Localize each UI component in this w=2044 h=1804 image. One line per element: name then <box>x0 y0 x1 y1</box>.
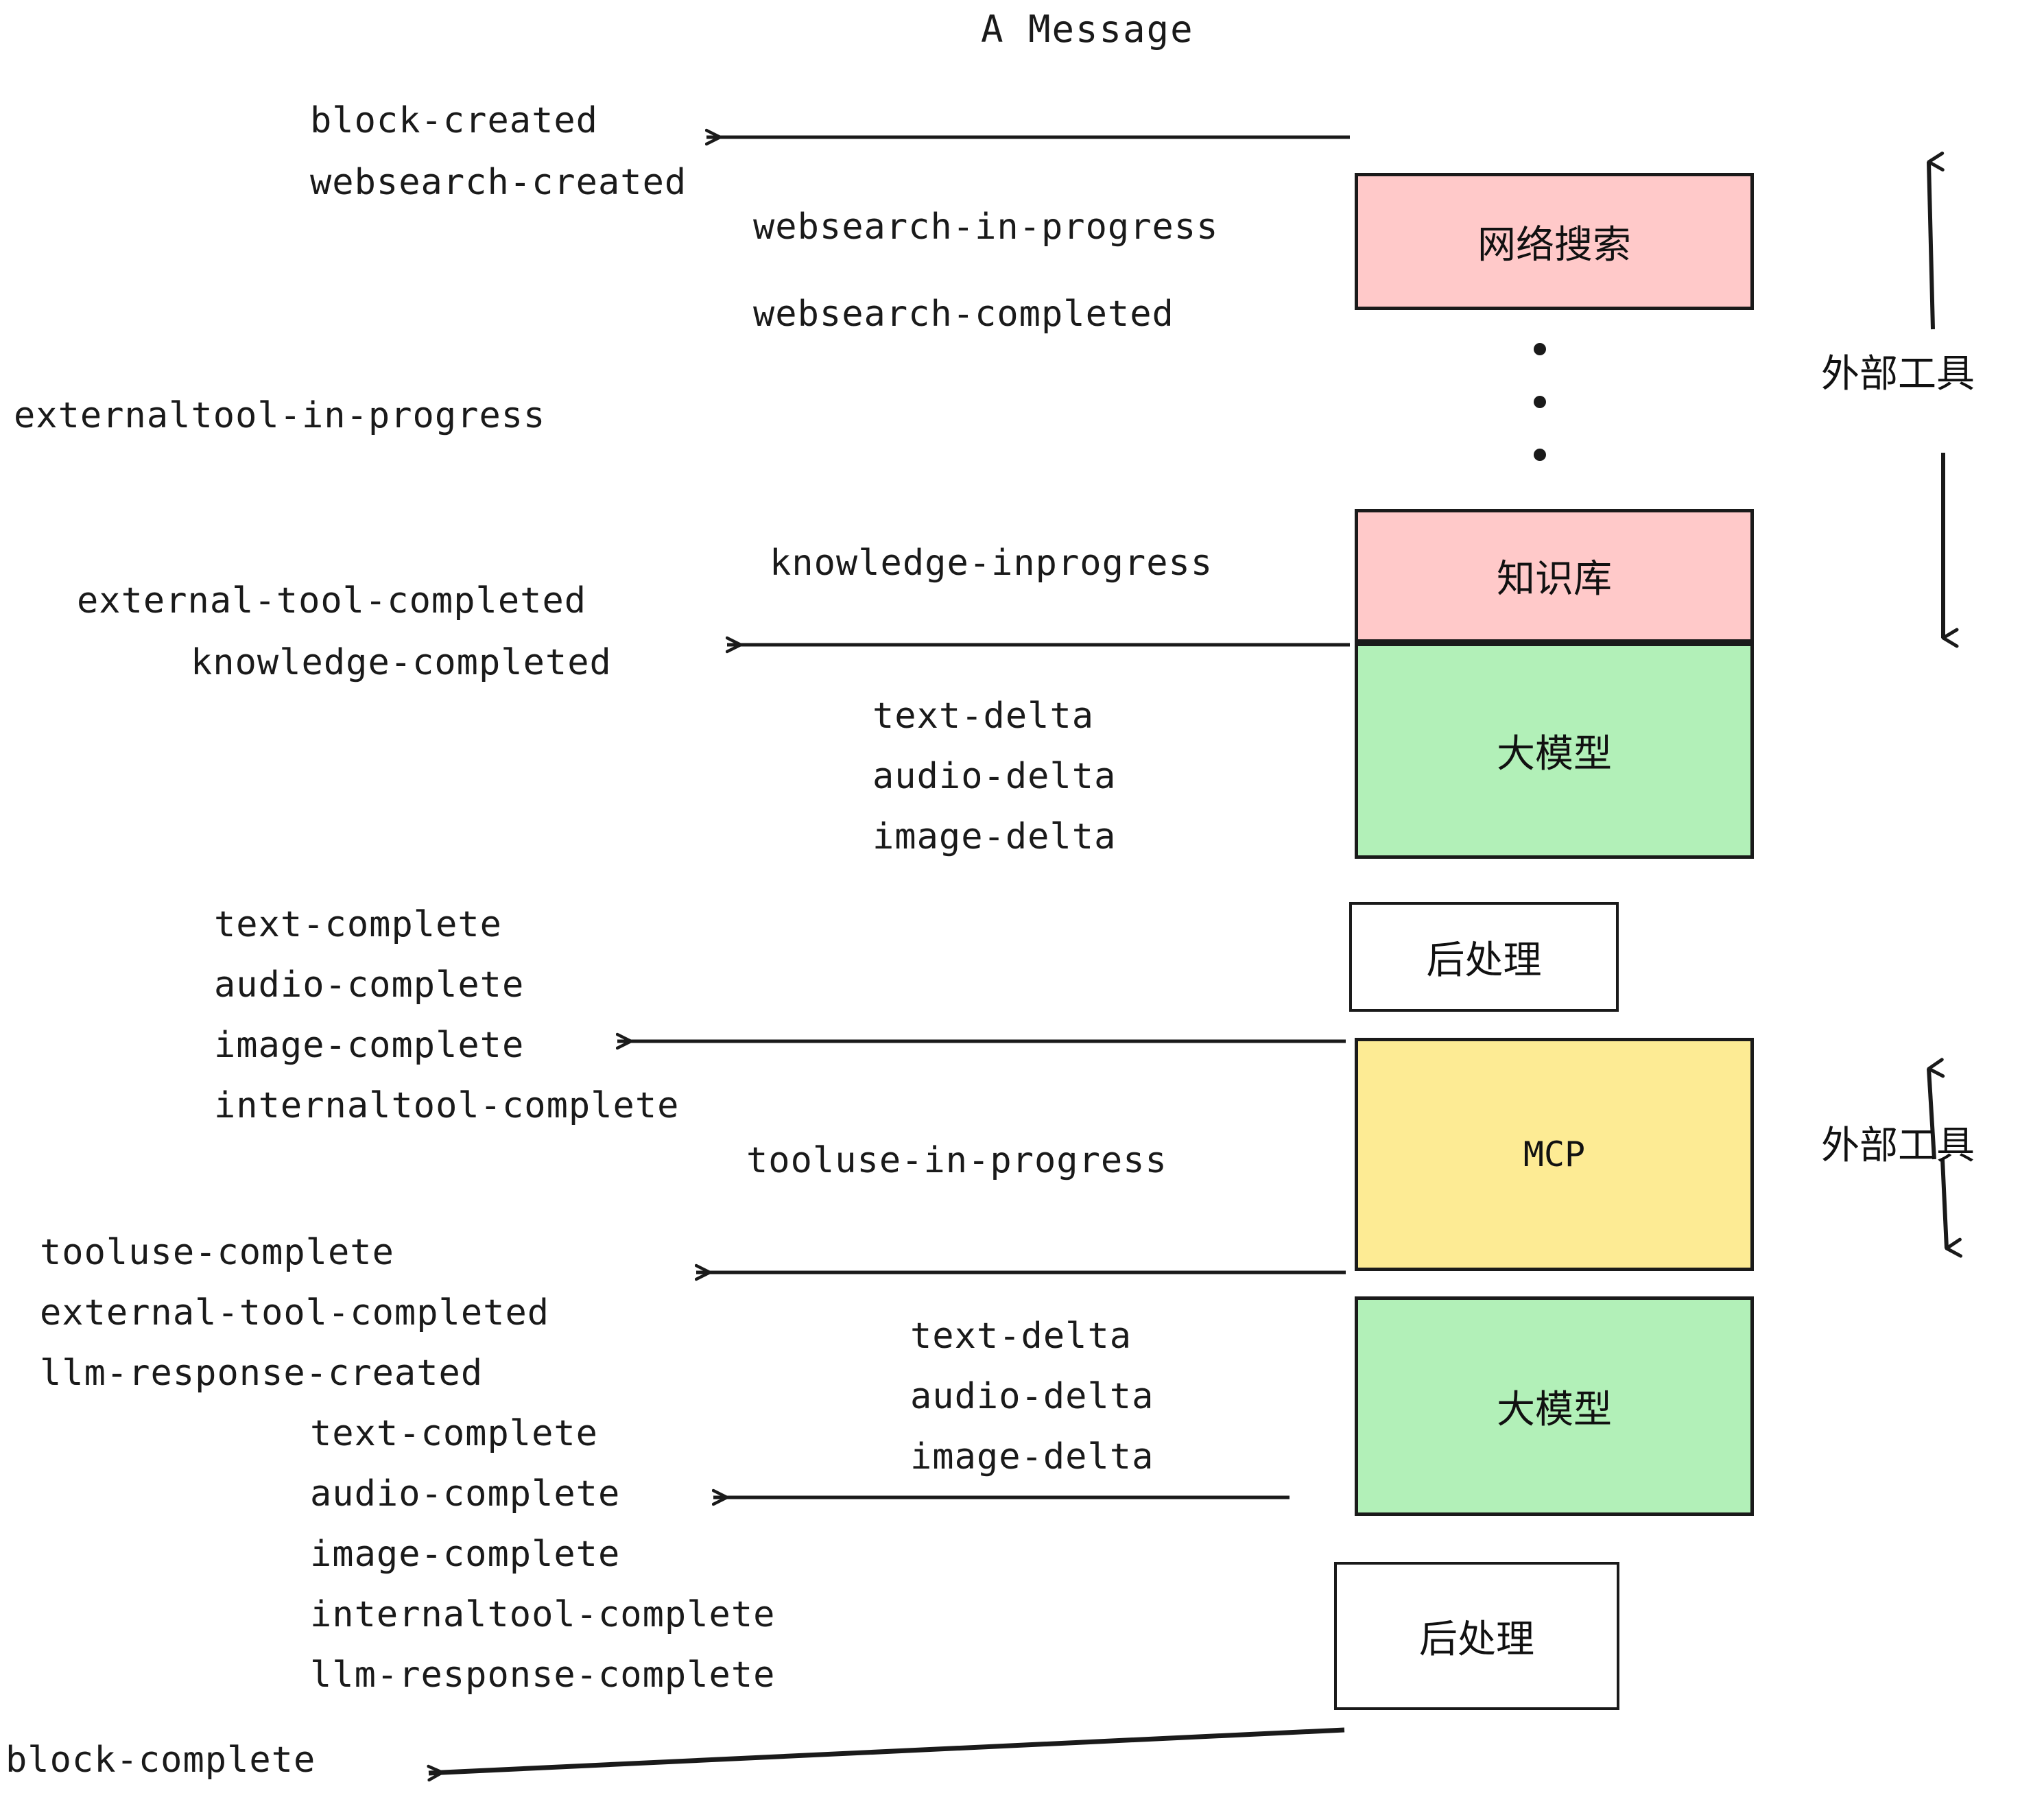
arrow-block-complete <box>429 1727 1345 1773</box>
event-text-complete-2: text-complete <box>310 1413 598 1454</box>
node-postprocess-1[interactable]: 后处理 <box>1349 902 1619 1012</box>
event-externaltool-in-progress: externaltool-in-progress <box>14 395 546 436</box>
event-image-delta-1: image-delta <box>872 816 1117 857</box>
event-websearch-completed: websearch-completed <box>753 294 1174 335</box>
event-audio-delta-1: audio-delta <box>872 756 1117 797</box>
event-image-delta-2: image-delta <box>910 1436 1154 1477</box>
event-llm-response-complete: llm-response-complete <box>310 1654 776 1696</box>
event-block-complete: block-complete <box>5 1740 316 1781</box>
event-image-complete-1: image-complete <box>214 1025 525 1066</box>
event-websearch-created: websearch-created <box>310 162 687 203</box>
node-mcp[interactable]: MCP <box>1355 1038 1754 1271</box>
event-llm-response-created: llm-response-created <box>40 1353 484 1394</box>
node-knowledge-label: 知识库 <box>1497 557 1612 602</box>
event-text-delta-1: text-delta <box>872 696 1095 737</box>
event-external-tool-completed-1: external-tool-completed <box>77 580 587 621</box>
event-tooluse-complete: tooluse-complete <box>40 1232 394 1273</box>
event-text-delta-2: text-delta <box>910 1316 1132 1357</box>
node-llm-1[interactable]: 大模型 <box>1355 643 1754 859</box>
ellipsis-dot-2 <box>1534 396 1546 408</box>
node-postprocess-1-label: 后处理 <box>1426 938 1542 983</box>
event-text-complete-1: text-complete <box>214 904 502 945</box>
side-label-external-tool-bottom: 外部工具 <box>1821 1124 1975 1168</box>
event-external-tool-completed-2: external-tool-completed <box>40 1292 550 1333</box>
event-audio-delta-2: audio-delta <box>910 1376 1154 1417</box>
ellipsis-dot-1 <box>1534 343 1546 355</box>
node-postprocess-2-label: 后处理 <box>1419 1617 1534 1662</box>
node-knowledge[interactable]: 知识库 <box>1355 509 1754 643</box>
side-label-external-tool-top: 外部工具 <box>1821 352 1975 396</box>
event-knowledge-completed: knowledge-completed <box>191 642 612 683</box>
event-tooluse-in-progress: tooluse-in-progress <box>746 1140 1167 1181</box>
node-postprocess-2[interactable]: 后处理 <box>1334 1562 1619 1710</box>
ellipsis-dot-3 <box>1534 449 1546 461</box>
page-title: A Message <box>981 8 1194 51</box>
event-audio-complete-1: audio-complete <box>214 964 525 1006</box>
node-llm-2-label: 大模型 <box>1497 1387 1612 1432</box>
event-internaltool-complete-2: internaltool-complete <box>310 1594 776 1635</box>
event-block-created: block-created <box>310 100 598 141</box>
node-llm-2[interactable]: 大模型 <box>1355 1296 1754 1516</box>
arrow-external-tool-top-up <box>1927 152 1945 330</box>
event-knowledge-inprogress: knowledge-inprogress <box>770 543 1213 584</box>
arrow-external-tool-bottom-down <box>1940 1159 1963 1258</box>
node-llm-1-label: 大模型 <box>1497 732 1612 776</box>
event-audio-complete-2: audio-complete <box>310 1473 621 1515</box>
node-websearch-label: 网络搜索 <box>1477 222 1631 268</box>
node-websearch[interactable]: 网络搜索 <box>1355 173 1754 310</box>
event-websearch-in-progress: websearch-in-progress <box>753 206 1219 248</box>
event-image-complete-2: image-complete <box>310 1534 621 1575</box>
event-internaltool-complete-1: internaltool-complete <box>214 1085 680 1126</box>
node-mcp-label: MCP <box>1523 1135 1586 1174</box>
